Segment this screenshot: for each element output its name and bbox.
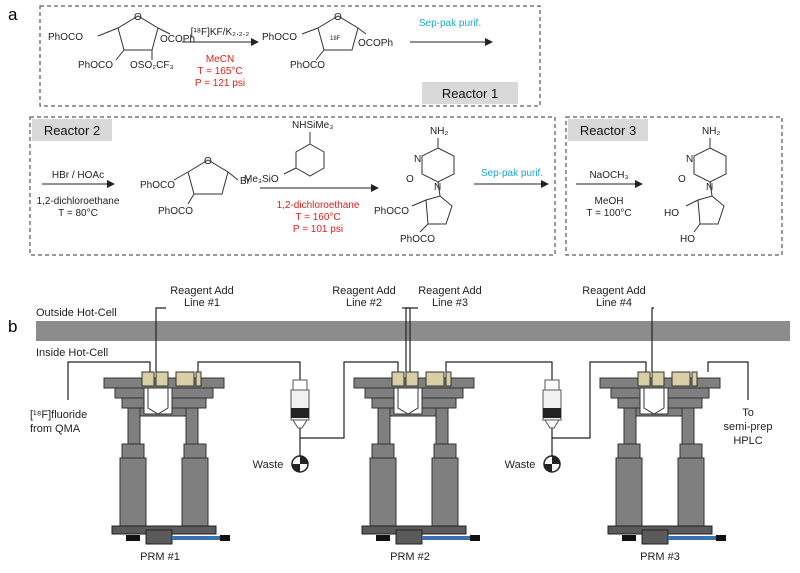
waste-label-2: Waste [505, 459, 536, 471]
r3-solvent: MeOH [595, 196, 624, 207]
hot-cell-wall [36, 321, 790, 341]
reagent-line-3-label-b: Line #3 [432, 297, 468, 309]
svg-text:PhOCO: PhOCO [374, 206, 409, 217]
r1-temperature: T = 165°C [197, 66, 242, 77]
reagent-line-2-label-a: Reagent Add [332, 285, 396, 297]
svg-text:OSO₂CF₃: OSO₂CF₃ [130, 60, 174, 71]
svg-text:PhOCO: PhOCO [140, 180, 175, 191]
r2-purification: Sep-pak purif. [481, 168, 543, 179]
waste-valve-1 [291, 455, 309, 473]
fluoride-label-b: from QMA [30, 423, 81, 435]
reactor-2-box [29, 116, 556, 256]
r3-product: NH₂ N N O HO HO [664, 126, 727, 245]
reactor-1-box [39, 5, 541, 107]
prm-module-3 [599, 371, 726, 545]
prm-2-label: PRM #2 [390, 551, 430, 563]
r1-reagent: [¹⁸F]KF/K₂.₂.₂ [191, 27, 250, 38]
r2-bromide: O PhOCO Br PhOCO [140, 156, 251, 217]
svg-text:OCOPh: OCOPh [160, 34, 195, 45]
hplc-label-c: HPLC [733, 435, 762, 447]
sep-pak-cartridge-1 [290, 379, 310, 429]
waste-label-1: Waste [253, 459, 284, 471]
r1-product: O 18F PhOCO OCOPh PhOCO [262, 12, 393, 71]
r2-nucleoside: NH₂ N N O PhOCO PhOCO [374, 126, 455, 245]
svg-text:N: N [686, 154, 693, 165]
r2-silylated-cytosine: NHSiMe₃ Me₃SiO [244, 120, 333, 185]
reagent-line-4-label-a: Reagent Add [582, 285, 646, 297]
reactor-3-tab [568, 119, 648, 141]
outside-hot-cell-label: Outside Hot-Cell [36, 307, 117, 319]
prm-module-1 [103, 371, 230, 545]
r2-step1-solvent: 1,2-dichloroethane [37, 196, 120, 207]
prm-1-label: PRM #1 [140, 551, 180, 563]
r1-starting-material: O PhOCO OCOPh PhOCO OSO₂CF₃ [48, 12, 195, 71]
r2-step1-reagent: HBr / HOAc [52, 170, 104, 181]
panel-label-a: a [8, 5, 18, 24]
svg-text:PhOCO: PhOCO [290, 60, 325, 71]
svg-text:O: O [406, 174, 414, 185]
r2-step2-temperature: T = 160°C [295, 212, 340, 223]
prm-3-label: PRM #3 [640, 551, 680, 563]
reactor-1-tab [422, 82, 518, 104]
transfer-line-2b [551, 361, 647, 439]
reactor-3-box [565, 116, 783, 256]
waste-valve-2 [543, 455, 561, 473]
svg-text:O: O [678, 174, 686, 185]
svg-text:Me₃SiO: Me₃SiO [244, 174, 279, 185]
prm-module-2 [353, 371, 480, 545]
svg-text:NH₂: NH₂ [702, 126, 720, 137]
hplc-line [707, 361, 749, 400]
reagent-line-1-label-b: Line #1 [184, 297, 220, 309]
inside-hot-cell-label: Inside Hot-Cell [36, 347, 108, 359]
svg-text:HO: HO [664, 208, 679, 219]
transfer-line-1b [299, 361, 399, 439]
panel-label-b: b [8, 317, 17, 336]
svg-text:OCOPh: OCOPh [358, 38, 393, 49]
reactor-2-tab [32, 119, 112, 141]
svg-text:N: N [414, 154, 421, 165]
r2-step2-solvent: 1,2-dichloroethane [277, 200, 360, 211]
r2-step1-temperature: T = 80°C [58, 208, 98, 219]
transfer-line-2a [445, 361, 553, 380]
svg-text:NHSiMe₃: NHSiMe₃ [292, 120, 333, 131]
r1-purification: Sep-pak purif. [419, 18, 481, 29]
r2-step2-pressure: P = 101 psi [293, 224, 343, 235]
svg-text:PhOCO: PhOCO [262, 32, 297, 43]
svg-text:HO: HO [680, 234, 695, 245]
r3-reagent: NaOCH₃ [589, 170, 628, 181]
reactor-2-label: Reactor 2 [44, 123, 100, 138]
fluoride-line [67, 361, 151, 400]
svg-text:Br: Br [240, 176, 251, 187]
svg-text:O: O [134, 12, 142, 23]
r1-solvent: MeCN [206, 54, 234, 65]
svg-text:NH₂: NH₂ [430, 126, 448, 137]
reagent-lines [155, 307, 654, 372]
reactor-1-label: Reactor 1 [442, 86, 498, 101]
svg-text:PhOCO: PhOCO [158, 206, 193, 217]
r1-pressure: P = 121 psi [195, 78, 245, 89]
svg-text:O: O [334, 12, 342, 23]
reagent-line-3-label-a: Reagent Add [418, 285, 482, 297]
hplc-label-a: To [742, 407, 754, 419]
r3-temperature: T = 100°C [586, 208, 631, 219]
svg-text:PhOCO: PhOCO [78, 60, 113, 71]
svg-text:O: O [204, 156, 212, 167]
hplc-label-b: semi-prep [724, 421, 773, 433]
sep-pak-cartridge-2 [542, 379, 562, 429]
svg-text:PhOCO: PhOCO [400, 234, 435, 245]
reagent-line-4-label-b: Line #4 [596, 297, 632, 309]
svg-text:18F: 18F [330, 36, 341, 42]
reagent-line-2-label-b: Line #2 [346, 297, 382, 309]
reagent-line-1-label-a: Reagent Add [170, 285, 234, 297]
fluoride-label-a: [¹⁸F]fluoride [30, 409, 87, 421]
svg-text:N: N [434, 182, 441, 193]
reactor-3-label: Reactor 3 [580, 123, 636, 138]
transfer-line-1a [197, 361, 301, 380]
svg-text:N: N [706, 182, 713, 193]
svg-text:PhOCO: PhOCO [48, 32, 83, 43]
